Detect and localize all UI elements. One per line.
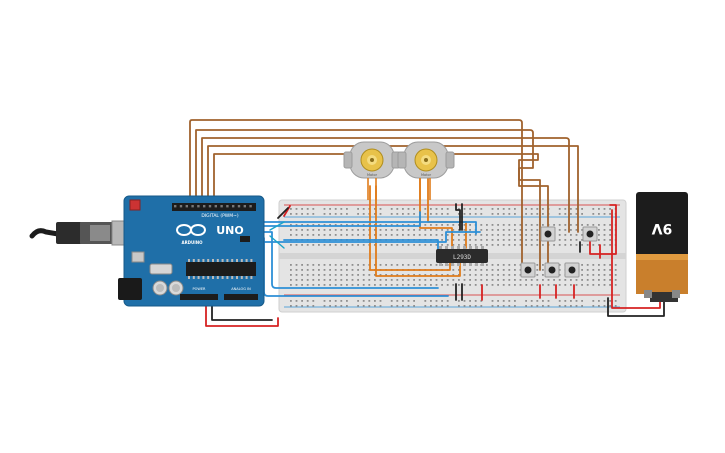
push-button-5[interactable] xyxy=(564,262,580,278)
motor-left-label: Motor xyxy=(367,173,378,177)
motor-left[interactable]: Motor xyxy=(343,141,401,179)
motor-right-label: Motor xyxy=(421,173,432,177)
battery-9v[interactable]: 9V xyxy=(636,192,688,302)
digital-header-label: DIGITAL (PWM~) xyxy=(201,213,239,219)
push-button-2[interactable] xyxy=(582,226,598,242)
teal-wires xyxy=(269,221,285,249)
atmega-chip xyxy=(186,262,256,276)
ic-pins xyxy=(439,246,484,266)
digital-header xyxy=(172,203,256,211)
uno-logo-text: UNO xyxy=(216,224,244,237)
brown-wires xyxy=(189,119,579,271)
driver-ic[interactable]: L293D xyxy=(436,246,488,266)
analog-header xyxy=(224,294,258,300)
arduino-logo xyxy=(176,224,206,236)
push-buttons[interactable] xyxy=(520,226,598,278)
analog-header-label: ANALOG IN xyxy=(231,287,251,291)
power-jack xyxy=(118,278,142,300)
ic-label: L293D xyxy=(453,254,471,261)
usb-cable xyxy=(29,220,131,246)
reset-button[interactable] xyxy=(129,199,141,211)
push-button-4[interactable] xyxy=(544,262,560,278)
motor-right[interactable]: Motor xyxy=(397,141,455,179)
power-header xyxy=(180,294,218,300)
black-wires xyxy=(211,203,665,321)
motor-leads xyxy=(367,178,431,200)
push-button-1[interactable] xyxy=(540,226,556,242)
power-header-label: POWER xyxy=(193,287,207,291)
red-wires xyxy=(205,204,661,327)
push-button-3[interactable] xyxy=(520,262,536,278)
brand-text: ARDUINO xyxy=(182,240,204,245)
arduino-uno[interactable]: DIGITAL (PWM~) ARDUINO UNO POWER ANALOG … xyxy=(29,195,265,307)
battery-label: 9V xyxy=(652,220,673,236)
